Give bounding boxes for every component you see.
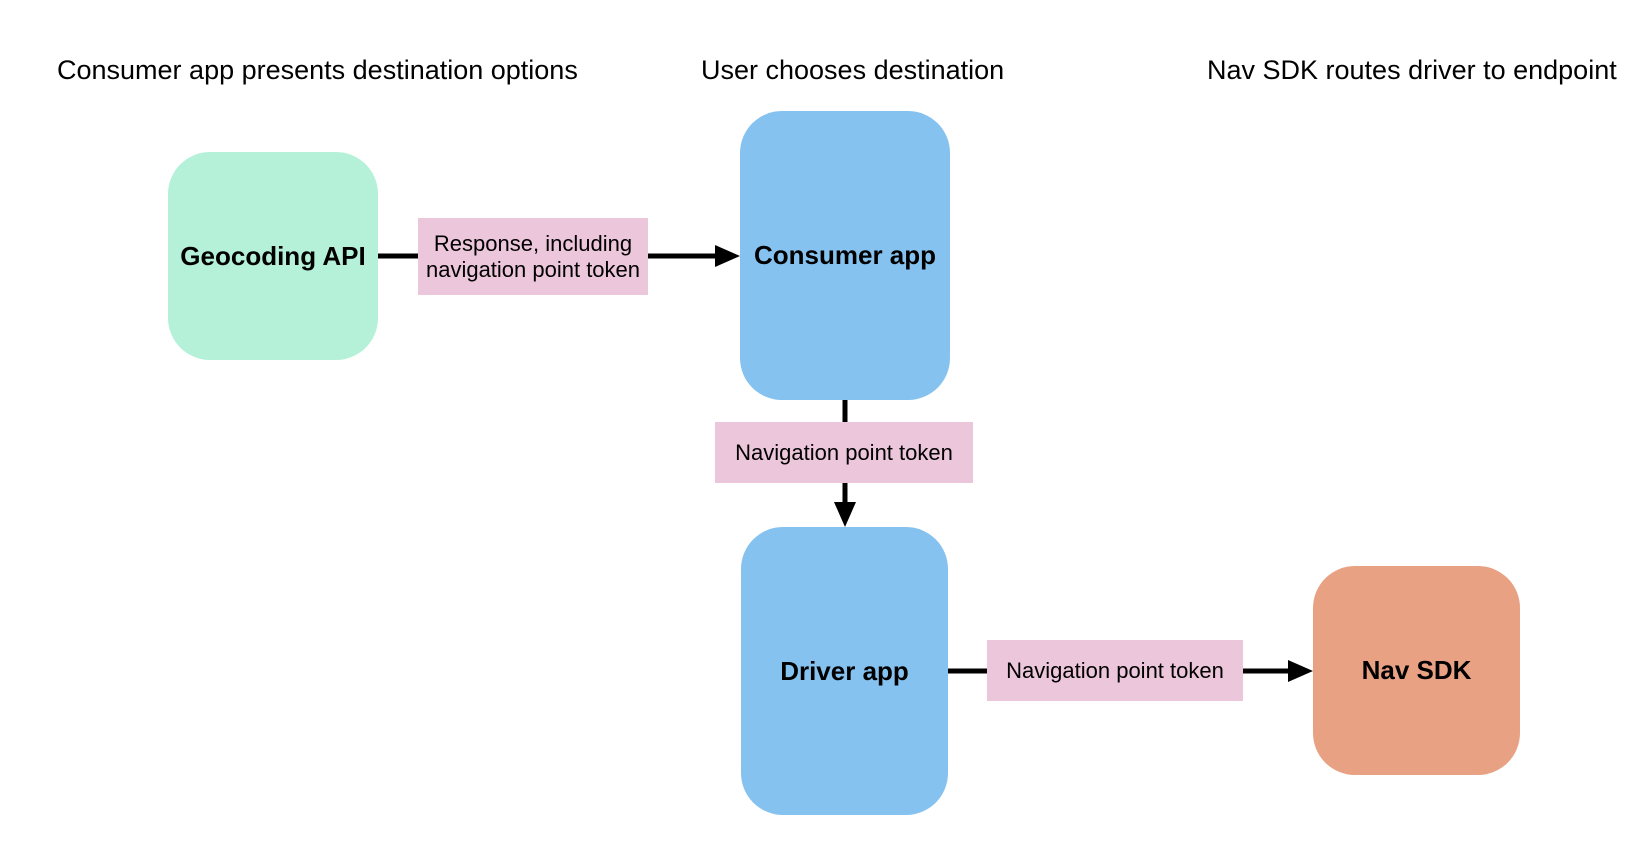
node-nav-sdk: Nav SDK [1313,566,1520,775]
edge-label-navigation-point-token-consumer-to-driver: Navigation point token [715,422,973,483]
edge-label-navigation-point-token-driver-to-navsdk: Navigation point token [987,640,1243,701]
stage-header-user-chooses-destination: User chooses destination [701,55,1005,85]
node-nav-sdk-label: Nav SDK [1361,655,1472,685]
edge-driver-to-navsdk-arrowhead-icon [1288,660,1313,682]
node-consumer-app: Consumer app [740,111,950,400]
stage-header-consumer-presents-options: Consumer app presents destination option… [57,55,578,85]
node-driver-app: Driver app [741,527,948,815]
stage-header-nav-sdk-routes-driver: Nav SDK routes driver to endpoint [1207,55,1617,85]
node-geocoding-api-label: Geocoding API [180,240,366,271]
node-driver-app-label: Driver app [780,655,909,686]
edge-consumer-to-driver-arrowhead-icon [834,502,856,527]
edge-geocoding-to-consumer-arrowhead-icon [715,245,740,267]
node-geocoding-api: Geocoding API [168,152,378,360]
node-consumer-app-label: Consumer app [753,240,937,270]
edge-label-response-including-navigation-point-token: Response, including navigation point tok… [418,218,648,295]
